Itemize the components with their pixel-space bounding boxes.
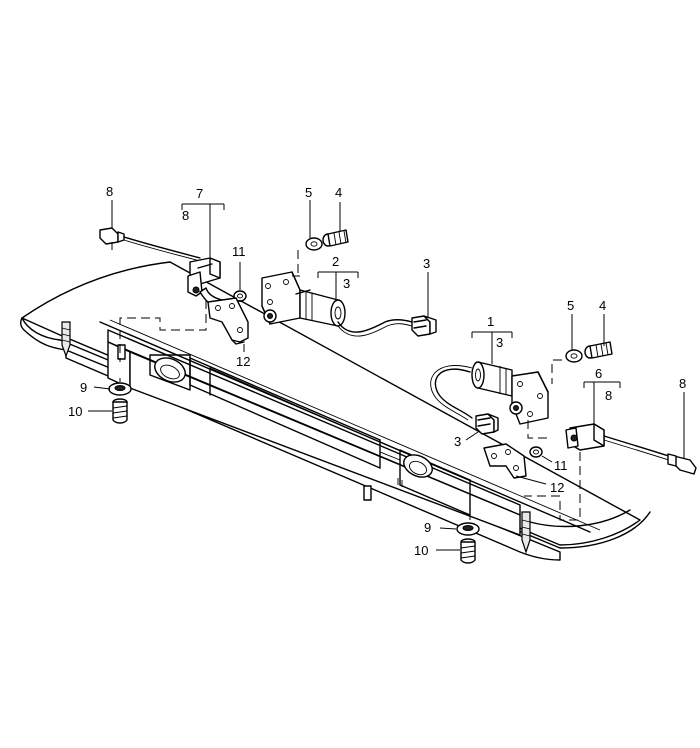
callout-12-lower: 12: [550, 480, 564, 495]
callout-10-bottom: 10: [414, 543, 428, 558]
connector-plug-right: [667, 453, 697, 475]
nut-bottom: [456, 522, 480, 536]
callout-4-lower: 4: [599, 298, 606, 313]
callout-12-upper: 12: [236, 354, 250, 369]
callout-7: 7: [196, 186, 203, 201]
callout-8-top-left: 8: [106, 184, 113, 199]
connector-plug-lower: [475, 413, 499, 435]
leveling-switch-right: [565, 423, 676, 463]
callout-9-left: 9: [80, 380, 87, 395]
connector-plug-upper-left: [99, 227, 201, 262]
callout-4-upper: 4: [335, 185, 342, 200]
callout-2: 2: [332, 254, 339, 269]
connector-plug-upper: [411, 315, 437, 337]
callout-1: 1: [487, 314, 494, 329]
callout-6-sub-8: 8: [605, 388, 612, 403]
callout-2-sub-3: 3: [343, 276, 350, 291]
leveling-motor-upper: [261, 271, 413, 337]
callout-1-sub-3: 3: [496, 335, 503, 350]
screw-lower: [584, 341, 613, 359]
bolt-bottom: [460, 538, 476, 564]
washer-lower: [565, 349, 583, 363]
callout-9-bottom: 9: [424, 520, 431, 535]
callout-11-upper: 11: [232, 244, 246, 259]
callout-6: 6: [595, 366, 602, 381]
callout-3-lower: 3: [454, 434, 461, 449]
washer-upper: [305, 237, 323, 251]
callout-labels: 8 7 8 5 4 11 2 3 3 12 9 10 1 3 5 4 6 8 8…: [68, 184, 686, 558]
callout-10-left: 10: [68, 404, 82, 419]
callout-11-lower: 11: [554, 458, 568, 473]
bolt-left: [112, 398, 128, 424]
leveling-motor-lower: [430, 361, 549, 425]
nut-left: [108, 382, 132, 396]
callout-5-upper: 5: [305, 185, 312, 200]
assembly-guide-lines: [111, 242, 581, 521]
callout-5-lower: 5: [567, 298, 574, 313]
callout-7-sub-8: 8: [182, 208, 189, 223]
leader-lines: [88, 200, 685, 551]
washer-lower-right: [529, 446, 543, 458]
callout-8-right: 8: [679, 376, 686, 391]
screw-upper: [322, 229, 349, 247]
callout-3-upper: 3: [423, 256, 430, 271]
leveling-switch-left: [187, 257, 223, 309]
mounting-bracket-left: [207, 297, 249, 345]
bumper-crossmember: [19, 261, 651, 561]
